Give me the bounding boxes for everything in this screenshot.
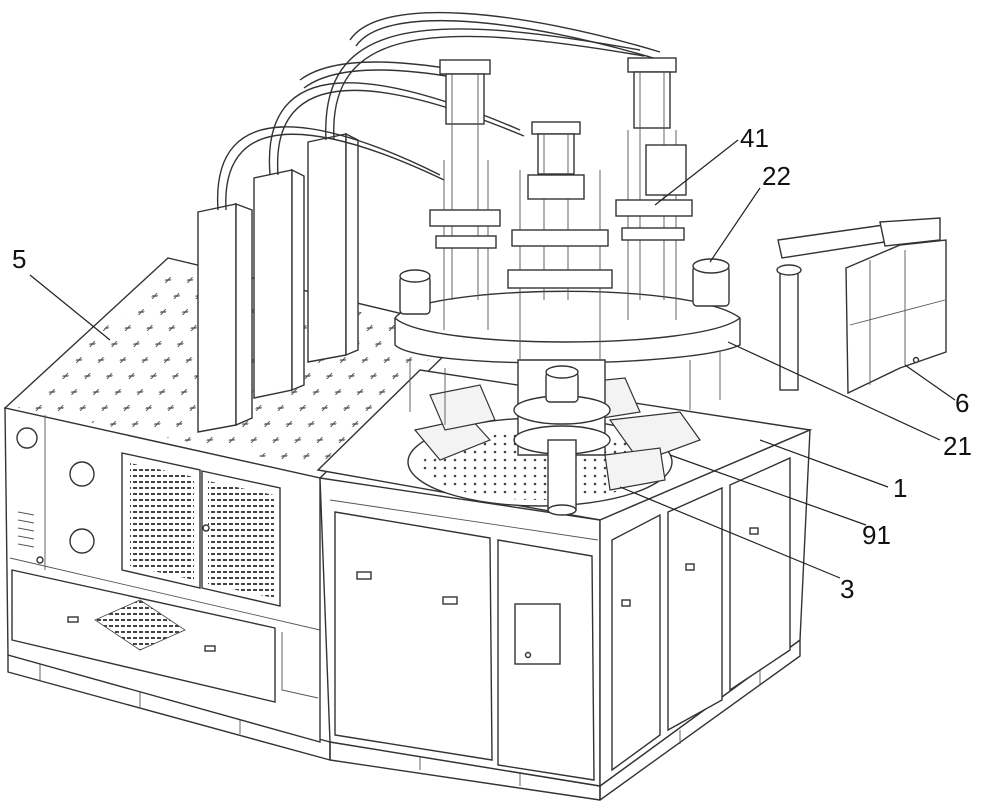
leader-41 <box>654 139 739 206</box>
leader-6 <box>904 364 956 401</box>
label-21: 21 <box>943 431 972 461</box>
label-91: 91 <box>862 520 891 550</box>
control-panel <box>776 217 947 395</box>
leader-lines <box>29 139 956 579</box>
leader-91 <box>669 454 867 526</box>
leader-22 <box>709 187 761 263</box>
label-6: 6 <box>955 388 969 418</box>
hoses <box>217 11 661 211</box>
label-22: 22 <box>762 161 791 191</box>
leader-1 <box>759 439 889 488</box>
leader-5 <box>29 274 111 341</box>
reference-labels: 5 41 22 6 21 1 91 3 <box>12 123 972 604</box>
leader-3 <box>619 486 841 579</box>
upper-platform <box>394 258 741 516</box>
label-5: 5 <box>12 244 26 274</box>
leader-21 <box>727 341 941 441</box>
label-41: 41 <box>740 123 769 153</box>
injection-units <box>429 57 693 360</box>
oil-tanks <box>197 132 359 433</box>
label-3: 3 <box>840 574 854 604</box>
label-1: 1 <box>893 473 907 503</box>
